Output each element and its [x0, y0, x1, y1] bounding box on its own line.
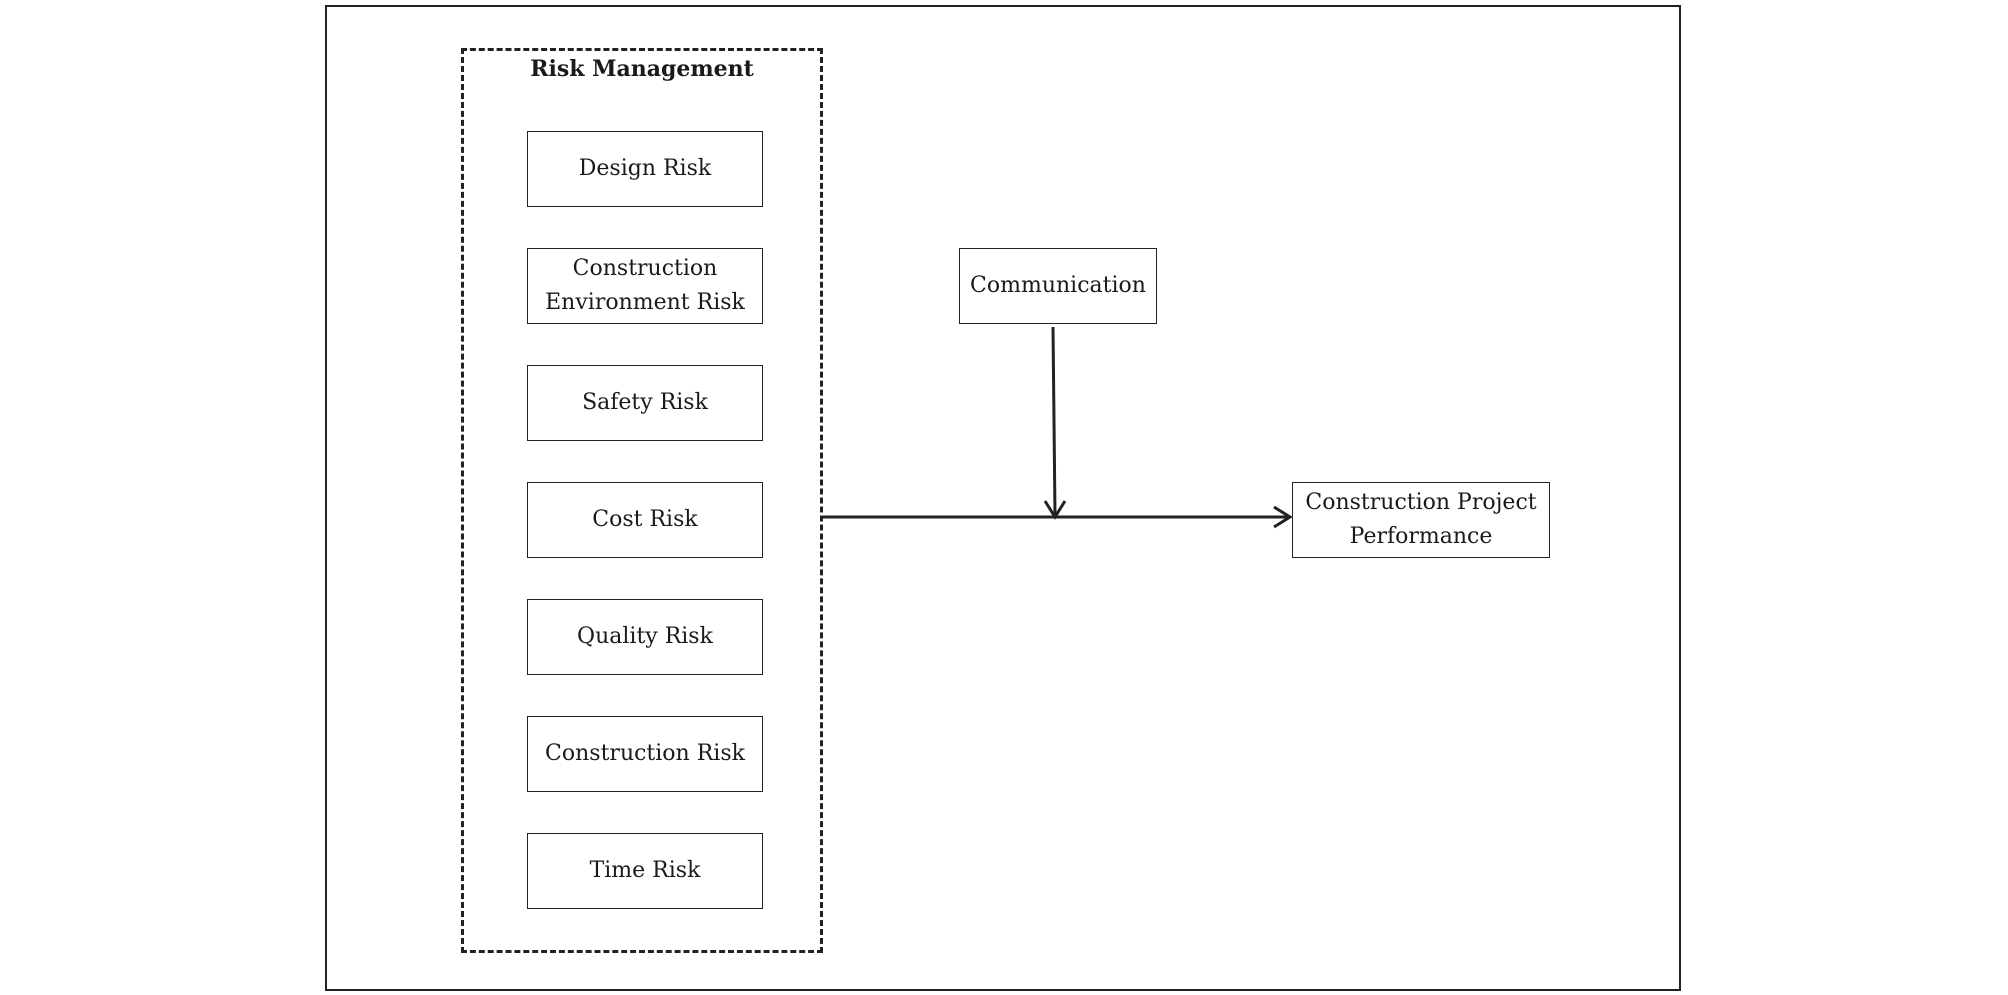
cost-risk-box: Cost Risk — [527, 482, 763, 558]
diagram-frame — [325, 5, 1681, 991]
construction-risk-box: Construction Risk — [527, 716, 763, 792]
communication-box: Communication — [959, 248, 1157, 324]
design-risk-box: Design Risk — [527, 131, 763, 207]
risk-management-group — [461, 48, 823, 953]
risk-management-title: Risk Management — [530, 56, 754, 82]
construction-environment-risk-box: Construction Environment Risk — [527, 248, 763, 324]
construction-project-performance-box: Construction Project Performance — [1292, 482, 1550, 558]
main-path-arrowhead — [1273, 505, 1293, 529]
safety-risk-box: Safety Risk — [527, 365, 763, 441]
time-risk-box: Time Risk — [527, 833, 763, 909]
quality-risk-box: Quality Risk — [527, 599, 763, 675]
moderator-arrowhead — [1043, 500, 1067, 520]
moderator-arrow — [1051, 326, 1057, 516]
